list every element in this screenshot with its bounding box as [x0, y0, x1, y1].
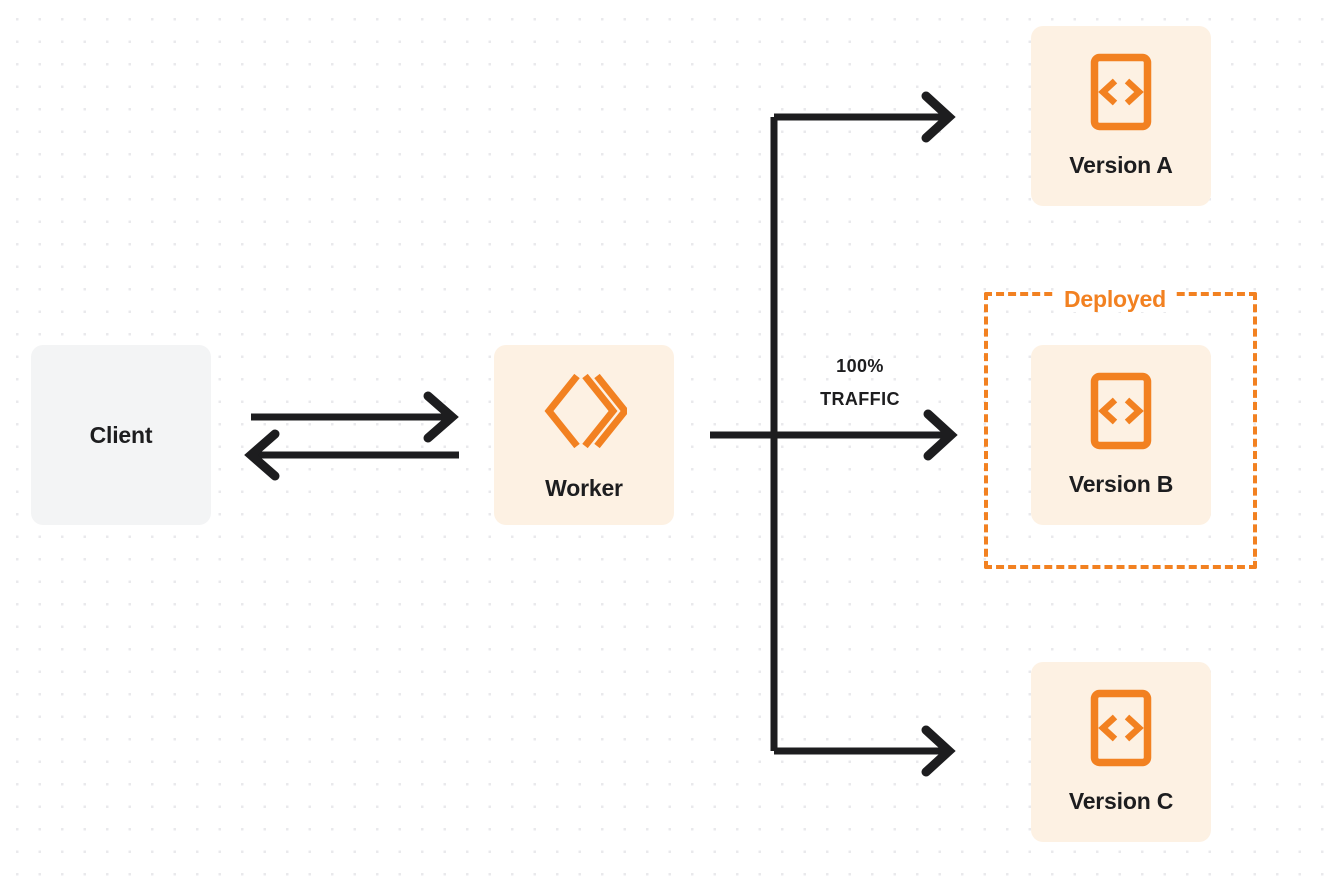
node-version-a[interactable]: Version A [1031, 26, 1211, 206]
cloudflare-workers-icon [541, 368, 630, 459]
node-version-c-label: Version C [1068, 788, 1174, 814]
arrowhead-to-version-a-icon [921, 91, 956, 143]
node-version-b-label: Version B [1068, 471, 1174, 497]
code-file-icon [1090, 372, 1152, 455]
node-version-c[interactable]: Version C [1031, 662, 1211, 842]
traffic-word-text: TRAFFIC [820, 389, 900, 409]
code-file-icon [1090, 53, 1152, 136]
node-client-label: Client [89, 421, 153, 448]
traffic-percent-text: 100% [836, 356, 884, 376]
arrowhead-to-version-c-icon [921, 725, 956, 777]
arrowhead-to-version-b-icon [923, 409, 958, 461]
arrowhead-to-client-icon [244, 429, 280, 481]
node-client[interactable]: Client [31, 345, 211, 525]
node-worker-label: Worker [545, 475, 623, 501]
node-version-b[interactable]: Version B [1031, 345, 1211, 525]
deployed-group-label: Deployed [1054, 286, 1176, 312]
node-worker[interactable]: Worker [494, 345, 674, 525]
traffic-label: 100% TRAFFIC [790, 350, 930, 416]
code-file-icon [1090, 689, 1152, 772]
arrowhead-to-worker-icon [423, 391, 459, 443]
node-version-a-label: Version A [1069, 152, 1173, 178]
